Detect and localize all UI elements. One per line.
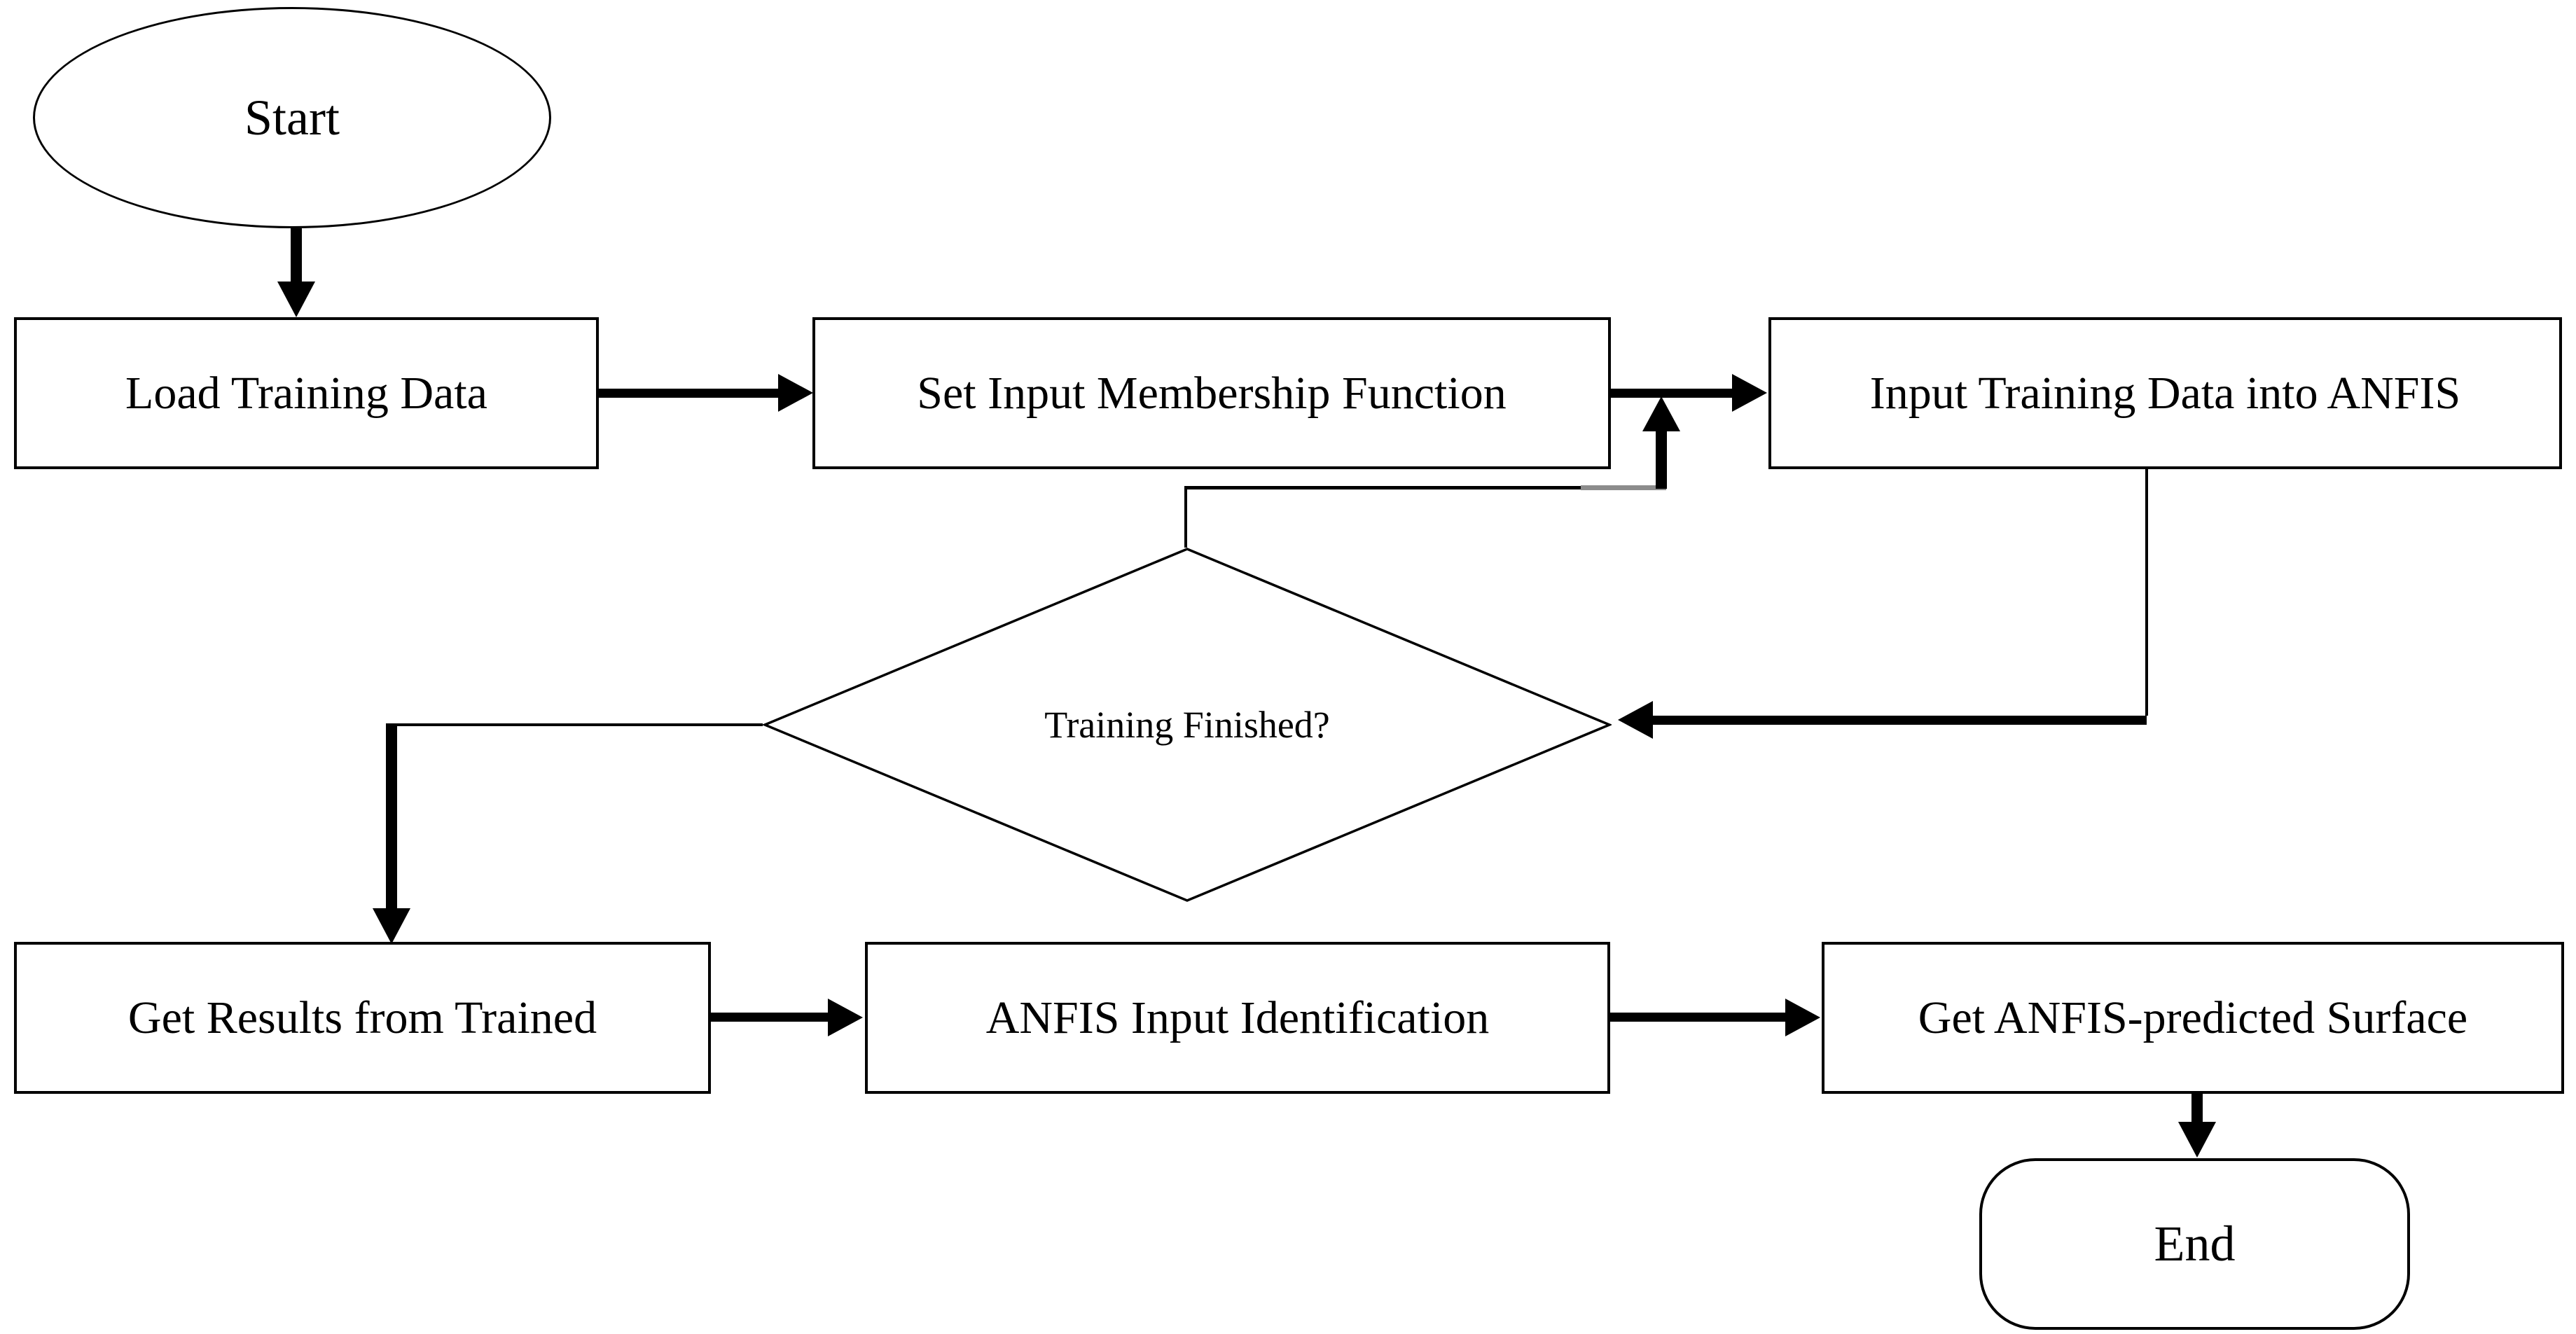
node-end: End [1979, 1158, 2410, 1330]
edge-getresults-inputid-line [711, 1013, 828, 1022]
node-end-label: End [2154, 1216, 2236, 1272]
edge-inputid-surface-line [1610, 1013, 1785, 1022]
edge-surface-end-arrowhead-icon [2178, 1122, 2216, 1158]
edge-start-load-line [291, 228, 302, 282]
edge-decision-getresults-vline [386, 723, 397, 908]
edge-decision-loop-hline-gray-segment [1581, 485, 1666, 490]
node-get-anfis-predicted-surface: Get ANFIS-predicted Surface [1822, 942, 2564, 1094]
edge-decision-loop-arrowhead-icon [1642, 396, 1680, 431]
node-load-training-data: Load Training Data [14, 317, 599, 469]
edge-setmf-inputanfis-arrowhead-icon [1732, 374, 1767, 412]
edge-getresults-inputid-arrowhead-icon [828, 999, 863, 1036]
edge-inputanfis-decision-vline [2145, 469, 2148, 716]
node-load-training-data-label: Load Training Data [125, 367, 487, 419]
decision-diamond-shape [763, 548, 1612, 902]
node-get-results-from-trained-label: Get Results from Trained [127, 992, 597, 1043]
edge-decision-loop-up-vline [1656, 430, 1667, 489]
edge-decision-getresults-hline [390, 723, 763, 726]
edge-setmf-inputanfis-line [1611, 389, 1732, 398]
node-set-input-membership-function: Set Input Membership Function [812, 317, 1611, 469]
edge-inputid-surface-arrowhead-icon [1785, 999, 1820, 1036]
edge-start-load-arrowhead-icon [277, 282, 315, 317]
node-input-training-data-into-anfis-label: Input Training Data into ANFIS [1869, 367, 2461, 419]
node-start: Start [33, 7, 551, 228]
node-get-anfis-predicted-surface-label: Get ANFIS-predicted Surface [1918, 992, 2468, 1043]
edge-decision-getresults-arrowhead-icon [373, 908, 410, 944]
node-get-results-from-trained: Get Results from Trained [14, 942, 711, 1094]
node-input-training-data-into-anfis: Input Training Data into ANFIS [1768, 317, 2562, 469]
node-training-finished-decision: Training Finished? [763, 548, 1612, 902]
edge-decision-loop-hline [1184, 486, 1581, 489]
node-start-label: Start [244, 89, 340, 146]
edge-decision-loop-apex-vline [1184, 489, 1187, 548]
node-training-finished-label: Training Finished? [1044, 704, 1330, 746]
node-set-input-membership-function-label: Set Input Membership Function [917, 367, 1507, 419]
node-anfis-input-identification: ANFIS Input Identification [865, 942, 1610, 1094]
edge-load-setmf-line [599, 389, 778, 398]
node-anfis-input-identification-label: ANFIS Input Identification [985, 992, 1490, 1043]
edge-inputanfis-decision-hline [1653, 716, 2147, 725]
edge-surface-end-line [2191, 1094, 2203, 1122]
edge-load-setmf-arrowhead-icon [778, 374, 813, 412]
edge-inputanfis-decision-arrowhead-icon [1618, 701, 1653, 739]
